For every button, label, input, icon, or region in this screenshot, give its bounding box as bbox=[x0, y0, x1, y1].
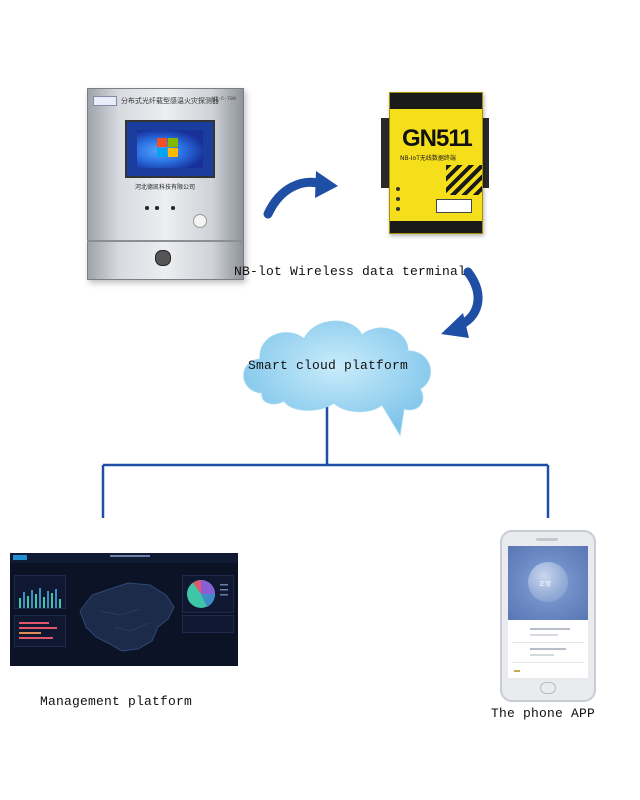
phone-speaker bbox=[536, 538, 558, 541]
cloud-shape bbox=[243, 320, 431, 437]
dashboard-pie-panel bbox=[182, 575, 234, 613]
cloud-label: Smart cloud platform bbox=[248, 358, 409, 373]
phone-device: 正常 bbox=[500, 530, 596, 702]
phone-screen: 正常 bbox=[508, 546, 588, 678]
windows-logo-icon bbox=[157, 138, 179, 158]
dashboard-title bbox=[110, 555, 150, 557]
status-gauge-icon bbox=[528, 562, 568, 602]
controller-logo bbox=[93, 96, 117, 106]
china-map bbox=[79, 582, 175, 652]
terminal-led bbox=[396, 207, 400, 211]
controller-led bbox=[171, 206, 175, 210]
terminal-model: GN511 bbox=[402, 125, 473, 152]
phone-app-header: 正常 bbox=[508, 546, 588, 620]
controller-maker: 河北德凯科技有限公司 bbox=[135, 184, 196, 191]
dashboard-header bbox=[10, 553, 238, 563]
controller-door-seam bbox=[87, 240, 242, 242]
terminal-led bbox=[396, 197, 400, 201]
terminal-bottom-panel bbox=[390, 221, 482, 233]
lock-icon bbox=[155, 250, 171, 266]
management-label: Management platform bbox=[40, 694, 193, 709]
controller-tag: WT-C-700 bbox=[211, 96, 236, 102]
controller-title: 分布式光纤载型感温火灾探测器 bbox=[121, 97, 219, 105]
phone-status-text: 正常 bbox=[539, 581, 552, 588]
controller-led bbox=[155, 206, 159, 210]
phone-label: The phone APP bbox=[491, 706, 596, 721]
controller-screen bbox=[125, 120, 215, 178]
arrow-controller-to-terminal bbox=[263, 177, 327, 219]
dashboard-badge bbox=[13, 555, 27, 560]
phone-home-button bbox=[540, 682, 556, 694]
dashboard-stats-panel bbox=[182, 615, 234, 633]
dashboard-bar-panel bbox=[14, 575, 66, 609]
management-dashboard bbox=[10, 553, 238, 666]
tree-connector bbox=[101, 400, 550, 518]
controller-button bbox=[193, 214, 207, 228]
terminal-label: NB-lot Wireless data terminal bbox=[234, 264, 467, 279]
dashboard-hbar-panel bbox=[14, 615, 66, 647]
terminal-subtitle: NB-IoT无线数据终端 bbox=[400, 155, 456, 162]
terminal-brand-badge bbox=[436, 199, 472, 213]
terminal-body: GN511 NB-IoT无线数据终端 bbox=[389, 92, 483, 234]
fire-detector-controller: 分布式光纤载型感温火灾探测器 WT-C-700 河北德凯科技有限公司 bbox=[87, 88, 244, 280]
nb-iot-terminal: GN511 NB-IoT无线数据终端 bbox=[381, 88, 489, 238]
terminal-led bbox=[396, 187, 400, 191]
controller-led bbox=[145, 206, 149, 210]
terminal-top-panel bbox=[390, 93, 482, 109]
terminal-hazard-stripes bbox=[446, 165, 482, 195]
